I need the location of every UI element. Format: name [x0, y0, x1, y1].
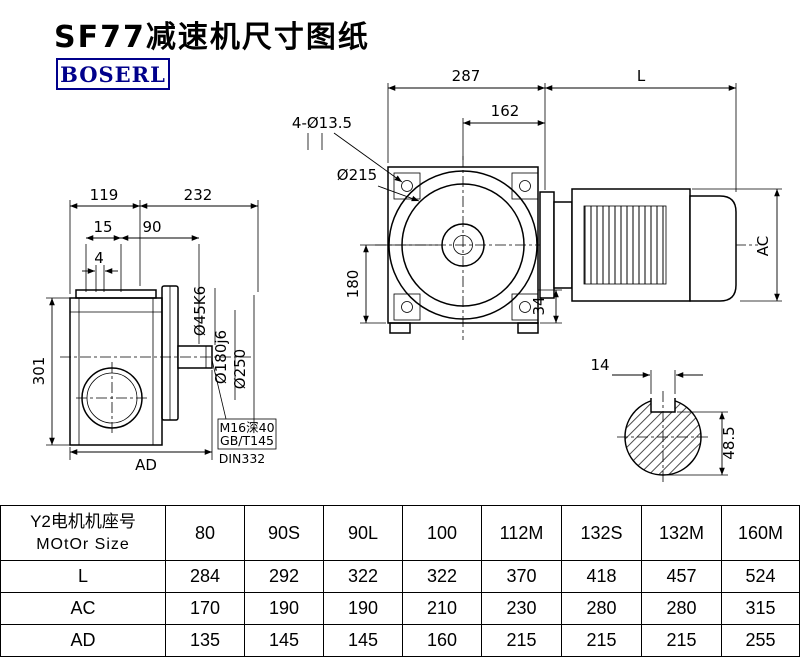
shaft-section: 14 48.5 — [590, 356, 738, 483]
motor-fins — [583, 205, 667, 285]
dim-flange-dia-front-label: Ø215 — [337, 166, 377, 184]
row-label: L — [0, 560, 166, 593]
size-cell: 80 — [165, 505, 245, 561]
dim-bolt-holes-label: 4-Ø13.5 — [292, 114, 352, 132]
size-cell: 112M — [481, 505, 562, 561]
front-view: 287 L 162 4-Ø13.5 Ø215 180 34 AC — [292, 67, 782, 340]
value-cell: 280 — [561, 592, 642, 625]
tap-note-2: GB/T145 — [220, 433, 274, 448]
table-row-ac: AC 170 190 190 210 230 280 280 315 — [0, 592, 800, 625]
dim-34-label: 34 — [530, 296, 548, 315]
tap-note-3: DIN332 — [219, 451, 266, 466]
value-cell: 215 — [641, 624, 722, 657]
value-cell: 315 — [721, 592, 800, 625]
dim-162-label: 162 — [491, 102, 520, 120]
dim-ad-label: AD — [135, 456, 157, 474]
dim-4-label: 4 — [94, 249, 104, 267]
value-cell: 284 — [165, 560, 245, 593]
dim-shaft-dia-label: Ø45K6 — [191, 286, 209, 336]
value-cell: 170 — [165, 592, 245, 625]
value-cell: 322 — [323, 560, 403, 593]
dim-232-label: 232 — [184, 186, 213, 204]
technical-drawing: 119 232 15 90 4 301 AD Ø45K6 Ø180j6 Ø250 — [30, 67, 782, 483]
size-cell: 100 — [402, 505, 482, 561]
dim-15-label: 15 — [93, 218, 112, 236]
dim-key-width-label: 14 — [590, 356, 609, 374]
header-motor-size-cn: Y2电机机座号 — [30, 512, 136, 531]
bolt-hole — [519, 301, 531, 313]
motor-size-table: Y2电机机座号 MOtOr Size 80 90S 90L 100 112M 1… — [0, 505, 800, 657]
header-motor-size-en: MOtOr Size — [36, 536, 130, 553]
tap-note-1: M16深40 — [219, 420, 274, 435]
dim-key-height-label: 48.5 — [720, 426, 738, 459]
gearbox-cap — [75, 289, 157, 299]
dim-spigot-dia-label: Ø180j6 — [212, 330, 230, 384]
dim-90-label: 90 — [142, 218, 161, 236]
size-cell: 132M — [641, 505, 722, 561]
left-view: 119 232 15 90 4 301 AD Ø45K6 Ø180j6 Ø250 — [30, 186, 277, 474]
row-label: AC — [0, 592, 166, 625]
dim-ac-label: AC — [754, 236, 772, 256]
foot — [517, 322, 539, 334]
dim-l-label: L — [637, 67, 646, 85]
value-cell: 190 — [323, 592, 403, 625]
value-cell: 215 — [561, 624, 642, 657]
value-cell: 145 — [244, 624, 324, 657]
table-header-row: Y2电机机座号 MOtOr Size 80 90S 90L 100 112M 1… — [0, 505, 800, 561]
value-cell: 292 — [244, 560, 324, 593]
adapter-flange — [539, 191, 555, 299]
value-cell: 524 — [721, 560, 800, 593]
value-cell: 135 — [165, 624, 245, 657]
dim-119-label: 119 — [90, 186, 119, 204]
fan-cover — [689, 195, 737, 302]
dim-180-label: 180 — [344, 270, 362, 299]
dim-287-label: 287 — [452, 67, 481, 85]
size-cell: 90L — [323, 505, 403, 561]
table-row-l: L 284 292 322 322 370 418 457 524 — [0, 560, 800, 593]
callout-box — [217, 418, 277, 450]
foot — [389, 322, 411, 334]
table-row-ad: AD 135 145 145 160 215 215 215 255 — [0, 624, 800, 657]
size-cell: 160M — [721, 505, 800, 561]
value-cell: 190 — [244, 592, 324, 625]
value-cell: 145 — [323, 624, 403, 657]
header-motor-size: Y2电机机座号 MOtOr Size — [0, 505, 166, 561]
value-cell: 457 — [641, 560, 722, 593]
row-label: AD — [0, 624, 166, 657]
page-title: SF77减速机尺寸图纸 — [54, 20, 370, 55]
value-cell: 418 — [561, 560, 642, 593]
value-cell: 255 — [721, 624, 800, 657]
value-cell: 322 — [402, 560, 482, 593]
value-cell: 210 — [402, 592, 482, 625]
value-cell: 230 — [481, 592, 562, 625]
size-cell: 132S — [561, 505, 642, 561]
size-cell: 90S — [244, 505, 324, 561]
adapter-bell — [553, 201, 573, 289]
bolt-hole — [519, 180, 531, 192]
bolt-hole — [401, 301, 413, 313]
value-cell: 215 — [481, 624, 562, 657]
bolt-hole — [401, 180, 413, 192]
dim-301-label: 301 — [30, 357, 48, 386]
dim-flange-dia-label: Ø250 — [231, 349, 249, 389]
brand-logo: BOSERL — [56, 58, 170, 90]
value-cell: 280 — [641, 592, 722, 625]
value-cell: 370 — [481, 560, 562, 593]
value-cell: 160 — [402, 624, 482, 657]
